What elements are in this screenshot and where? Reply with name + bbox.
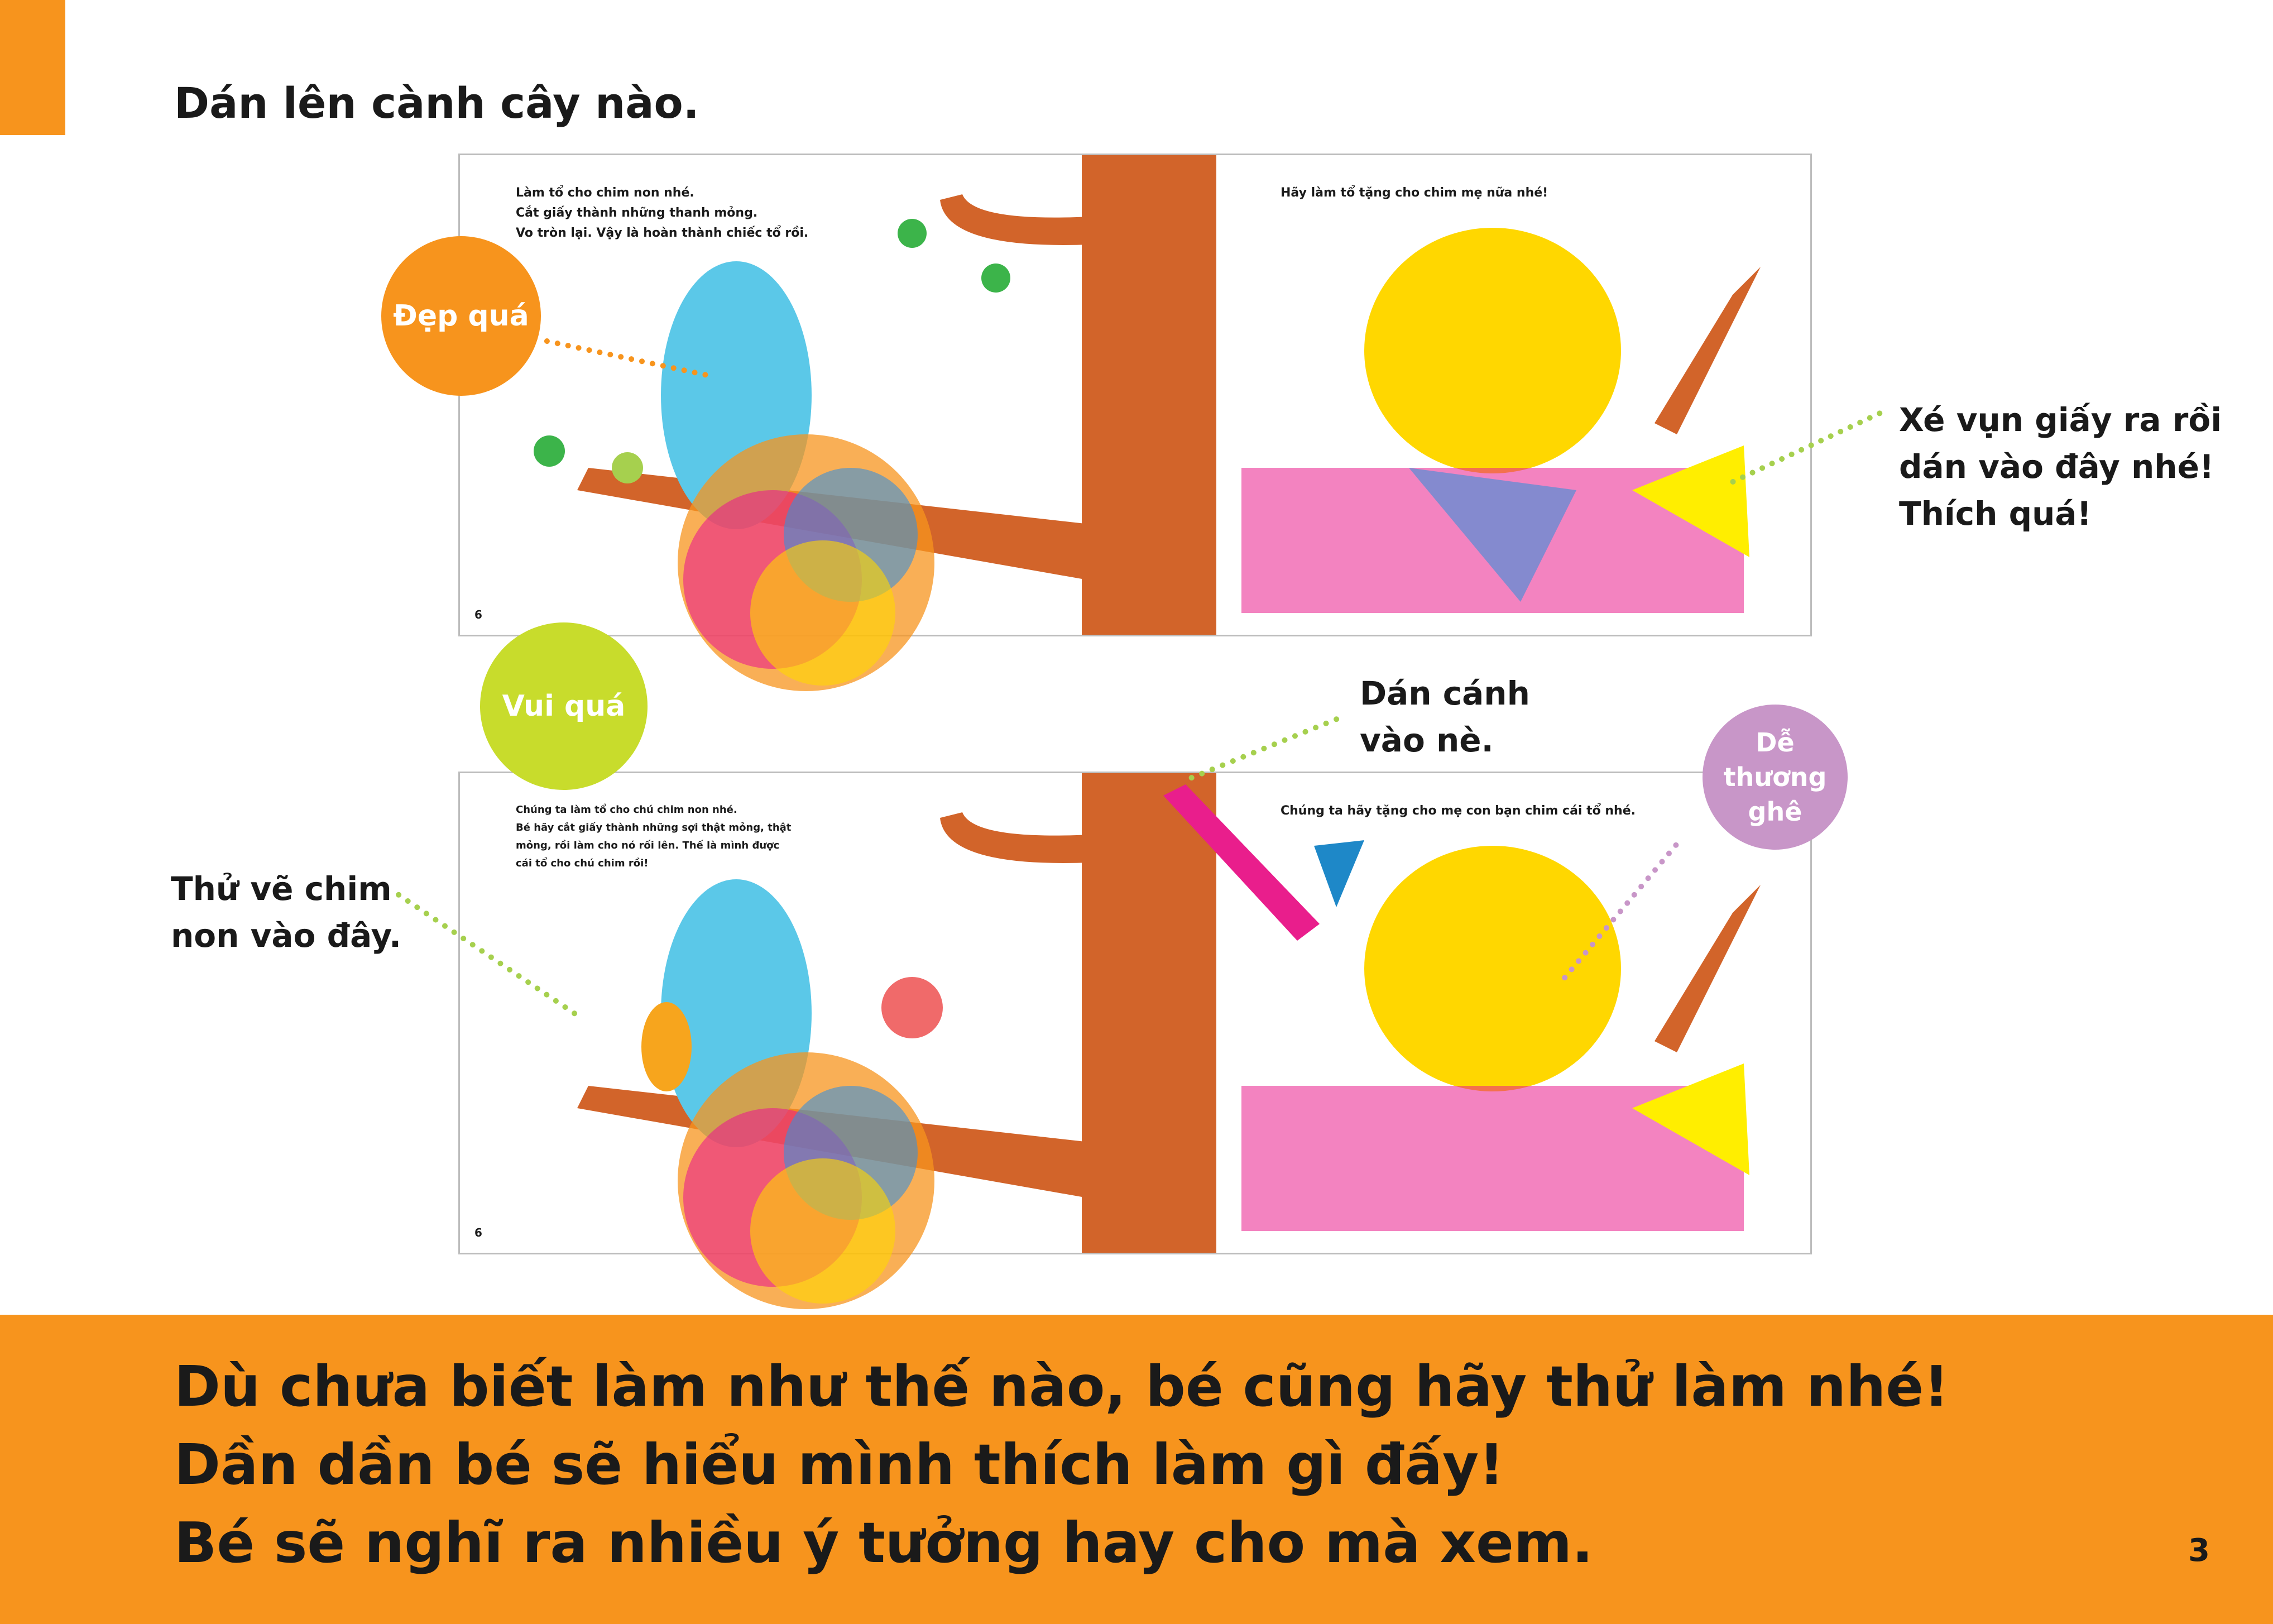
- bubble-de-thuong-ghe: Dễ thương ghê: [1703, 705, 1848, 850]
- footer-line: Dần dần bé sẽ hiểu mình thích làm gì đấy…: [174, 1432, 1504, 1497]
- text-line: Vo tròn lại. Vậy là hoàn thành chiếc tổ …: [516, 226, 809, 240]
- bubble-text: ghê: [1748, 797, 1802, 827]
- text-line: Chúng ta làm tổ cho chú chim non nhé.: [516, 804, 737, 816]
- footer-line: Dù chưa biết làm như thế nào, bé cũng hã…: [174, 1354, 1949, 1419]
- text-line: Cắt giấy thành những thanh mỏng.: [516, 206, 758, 220]
- callout-line: vào nè.: [1360, 721, 1494, 759]
- page-number: 3: [2188, 1532, 2210, 1569]
- callout-xe-vun: Xé vụn giấy ra rồi dán vào đây nhé! Thíc…: [1899, 396, 2222, 537]
- nest-illustration-with-drawings: [577, 784, 1761, 1309]
- tree-trunk: [1082, 773, 1216, 1253]
- callout-line: non vào đây.: [171, 917, 401, 955]
- spread-page-number: 6: [474, 1226, 482, 1239]
- callout-line: Thích quá!: [1899, 495, 2092, 533]
- footer-line: Bé sẽ nghĩ ra nhiều ý tưởng hay cho mà x…: [174, 1510, 1594, 1575]
- book-spread-top: Làm tổ cho chim non nhé. Cắt giấy thành …: [458, 154, 1812, 691]
- spread-right-text: Chúng ta hãy tặng cho mẹ con bạn chim cá…: [1281, 804, 1636, 818]
- footer-band: [0, 1315, 2273, 1624]
- callout-dan-canh: Dán cánh vào nè.: [1360, 670, 1530, 764]
- callout-line: Dán cánh: [1360, 674, 1530, 712]
- spread-right-text: Hãy làm tổ tặng cho chim mẹ nữa nhé!: [1281, 186, 1548, 200]
- spread-left-text: Làm tổ cho chim non nhé. Cắt giấy thành …: [516, 183, 808, 243]
- bubble-dep-qua: Đẹp quá: [381, 236, 541, 396]
- bubble-vui-qua: Vui quá: [480, 622, 648, 790]
- text-line: Làm tổ cho chim non nhé.: [516, 186, 694, 200]
- text-line: cái tổ cho chú chim rồi!: [516, 857, 649, 869]
- spread-left-text: Chúng ta làm tổ cho chú chim non nhé. Bé…: [516, 801, 791, 873]
- bubble-text: Vui quá: [502, 689, 626, 723]
- text-line: Bé hãy cắt giấy thành những sợi thật mỏn…: [516, 822, 792, 833]
- spread-page-number: 6: [474, 608, 482, 621]
- bubble-text: Đẹp quá: [393, 299, 529, 333]
- callout-line: Xé vụn giấy ra rồi: [1899, 401, 2222, 439]
- bubble-text: Dễ: [1756, 727, 1795, 758]
- page-title: Dán lên cành cây nào.: [174, 78, 699, 128]
- text-line: mỏng, rồi làm cho nó rối lên. Thế là mìn…: [516, 840, 780, 851]
- callout-thu-ve: Thử vẽ chim non vào đây.: [171, 865, 401, 959]
- bubble-text: thương: [1723, 762, 1827, 792]
- callout-line: Thử vẽ chim: [171, 870, 392, 908]
- nest-illustration: [534, 194, 1761, 691]
- corner-tab: [0, 0, 65, 135]
- callout-line: dán vào đây nhé!: [1899, 448, 2214, 486]
- book-spread-bottom: Chúng ta làm tổ cho chú chim non nhé. Bé…: [458, 772, 1812, 1309]
- tree-trunk: [1082, 155, 1216, 635]
